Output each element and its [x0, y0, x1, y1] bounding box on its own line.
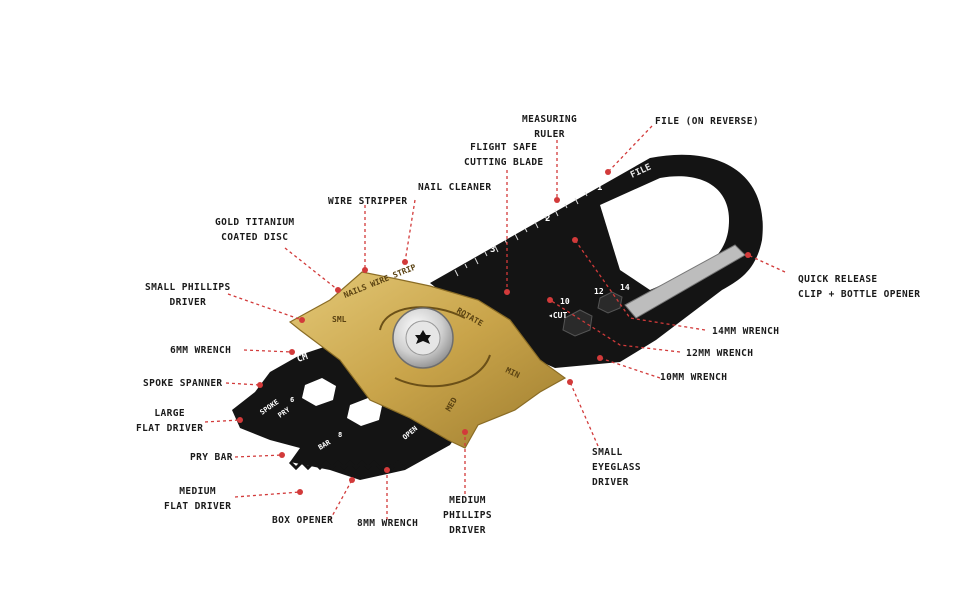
- label-nail-cleaner: NAIL CLEANER: [418, 182, 492, 193]
- cut-mark: ◂CUT: [548, 311, 567, 320]
- label-flight-safe-cutting-blade: FLIGHT SAFE CUTTING BLADE: [464, 142, 544, 168]
- ruler-mark-1: 1: [597, 183, 602, 193]
- label-quick-release-clip: QUICK RELEASE CLIP + BOTTLE OPENER: [798, 274, 921, 300]
- label-large-flat-driver: LARGE FLAT DRIVER: [136, 408, 204, 434]
- sml-mark: SML: [332, 315, 347, 324]
- leader-lines: [204, 125, 786, 521]
- rotate-arrow: [379, 306, 491, 388]
- label-12mm-wrench: 12MM WRENCH: [686, 348, 754, 359]
- six-mark: 6: [290, 396, 294, 404]
- wrench-mark-12: 12: [594, 287, 604, 296]
- label-14mm-wrench: 14MM WRENCH: [712, 326, 780, 337]
- label-10mm-wrench: 10MM WRENCH: [660, 372, 728, 383]
- label-6mm-wrench: 6MM WRENCH: [170, 345, 232, 356]
- label-8mm-wrench: 8MM WRENCH: [357, 518, 419, 529]
- wrench-mark-10: 10: [560, 297, 570, 306]
- eight-mark: 8: [338, 431, 342, 439]
- label-spoke-spanner: SPOKE SPANNER: [143, 378, 223, 389]
- torx-star-icon: [415, 330, 431, 344]
- label-gold-titanium-disc: GOLD TITANIUM COATED DISC: [215, 217, 295, 243]
- wrench-mark-14: 14: [620, 283, 630, 292]
- label-wire-stripper: WIRE STRIPPER: [328, 196, 408, 207]
- label-small-eyeglass-driver: SMALL EYEGLASS DRIVER: [592, 447, 641, 488]
- wrench-sockets: [562, 291, 623, 337]
- label-box-opener: BOX OPENER: [272, 515, 334, 526]
- label-pry-bar: PRY BAR: [190, 452, 233, 463]
- label-medium-flat-driver: MEDIUM FLAT DRIVER: [164, 486, 232, 512]
- label-medium-phillips-driver: MEDIUM PHILLIPS DRIVER: [443, 495, 492, 536]
- ruler-mark-2: 2: [545, 214, 550, 224]
- leader-dots: [237, 169, 751, 495]
- ruler-mark-3: 3: [490, 245, 495, 255]
- label-small-phillips-driver: SMALL PHILLIPS DRIVER: [145, 282, 231, 308]
- carabiner-opening: [600, 176, 730, 290]
- ruler-ticks: [454, 191, 588, 277]
- hex-cutouts: [302, 378, 382, 426]
- serrated-edge: [288, 459, 412, 471]
- cm-mark: CM: [296, 352, 310, 365]
- label-file-on-reverse: FILE (ON REVERSE): [655, 116, 760, 127]
- label-measuring-ruler: MEASURING RULER: [522, 114, 578, 140]
